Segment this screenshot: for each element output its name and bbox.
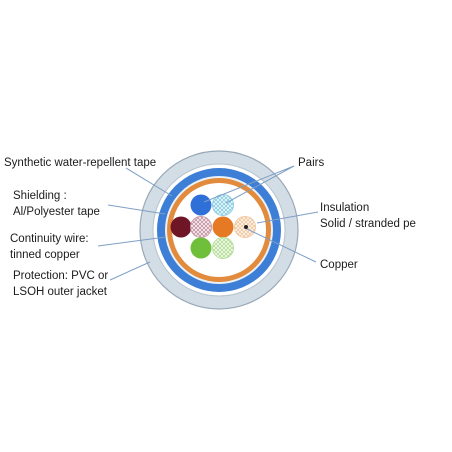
label-protection-line2: LSOH outer jacket: [13, 286, 108, 298]
pair-brown-hatched: [190, 216, 212, 238]
label-shielding-line2: Al/Polyester tape: [13, 206, 100, 218]
leader-insulation: [256, 211, 319, 224]
label-pairs: Pairs: [298, 157, 324, 169]
label-insulation-line1: Insulation: [320, 202, 369, 214]
leader-tape: [125, 167, 173, 197]
label-shielding-line1: Shielding :: [13, 190, 67, 202]
pair-green-hatched: [212, 237, 234, 259]
label-copper: Copper: [320, 259, 358, 271]
leader-protection: [109, 261, 151, 281]
leader-continuity: [97, 236, 167, 247]
continuity-wire-dot: [244, 225, 248, 229]
label-continuity-line2: tinned copper: [10, 249, 80, 261]
pair-blue-solid: [190, 194, 212, 216]
leader-pairs-b: [225, 165, 295, 204]
label-insulation-line2: Solid / stranded pe: [320, 218, 416, 230]
label-water-repellent-tape: Synthetic water-repellent tape: [4, 157, 156, 169]
leader-copper: [246, 228, 317, 263]
pair-green-solid: [190, 237, 212, 259]
leader-pairs-a: [203, 165, 295, 203]
label-continuity-line1: Continuity wire:: [10, 233, 89, 245]
pair-orange-solid: [212, 216, 234, 238]
label-protection-line1: Protection: PVC or: [13, 270, 108, 282]
pair-brown-solid: [170, 216, 192, 238]
leader-shielding: [107, 204, 166, 215]
